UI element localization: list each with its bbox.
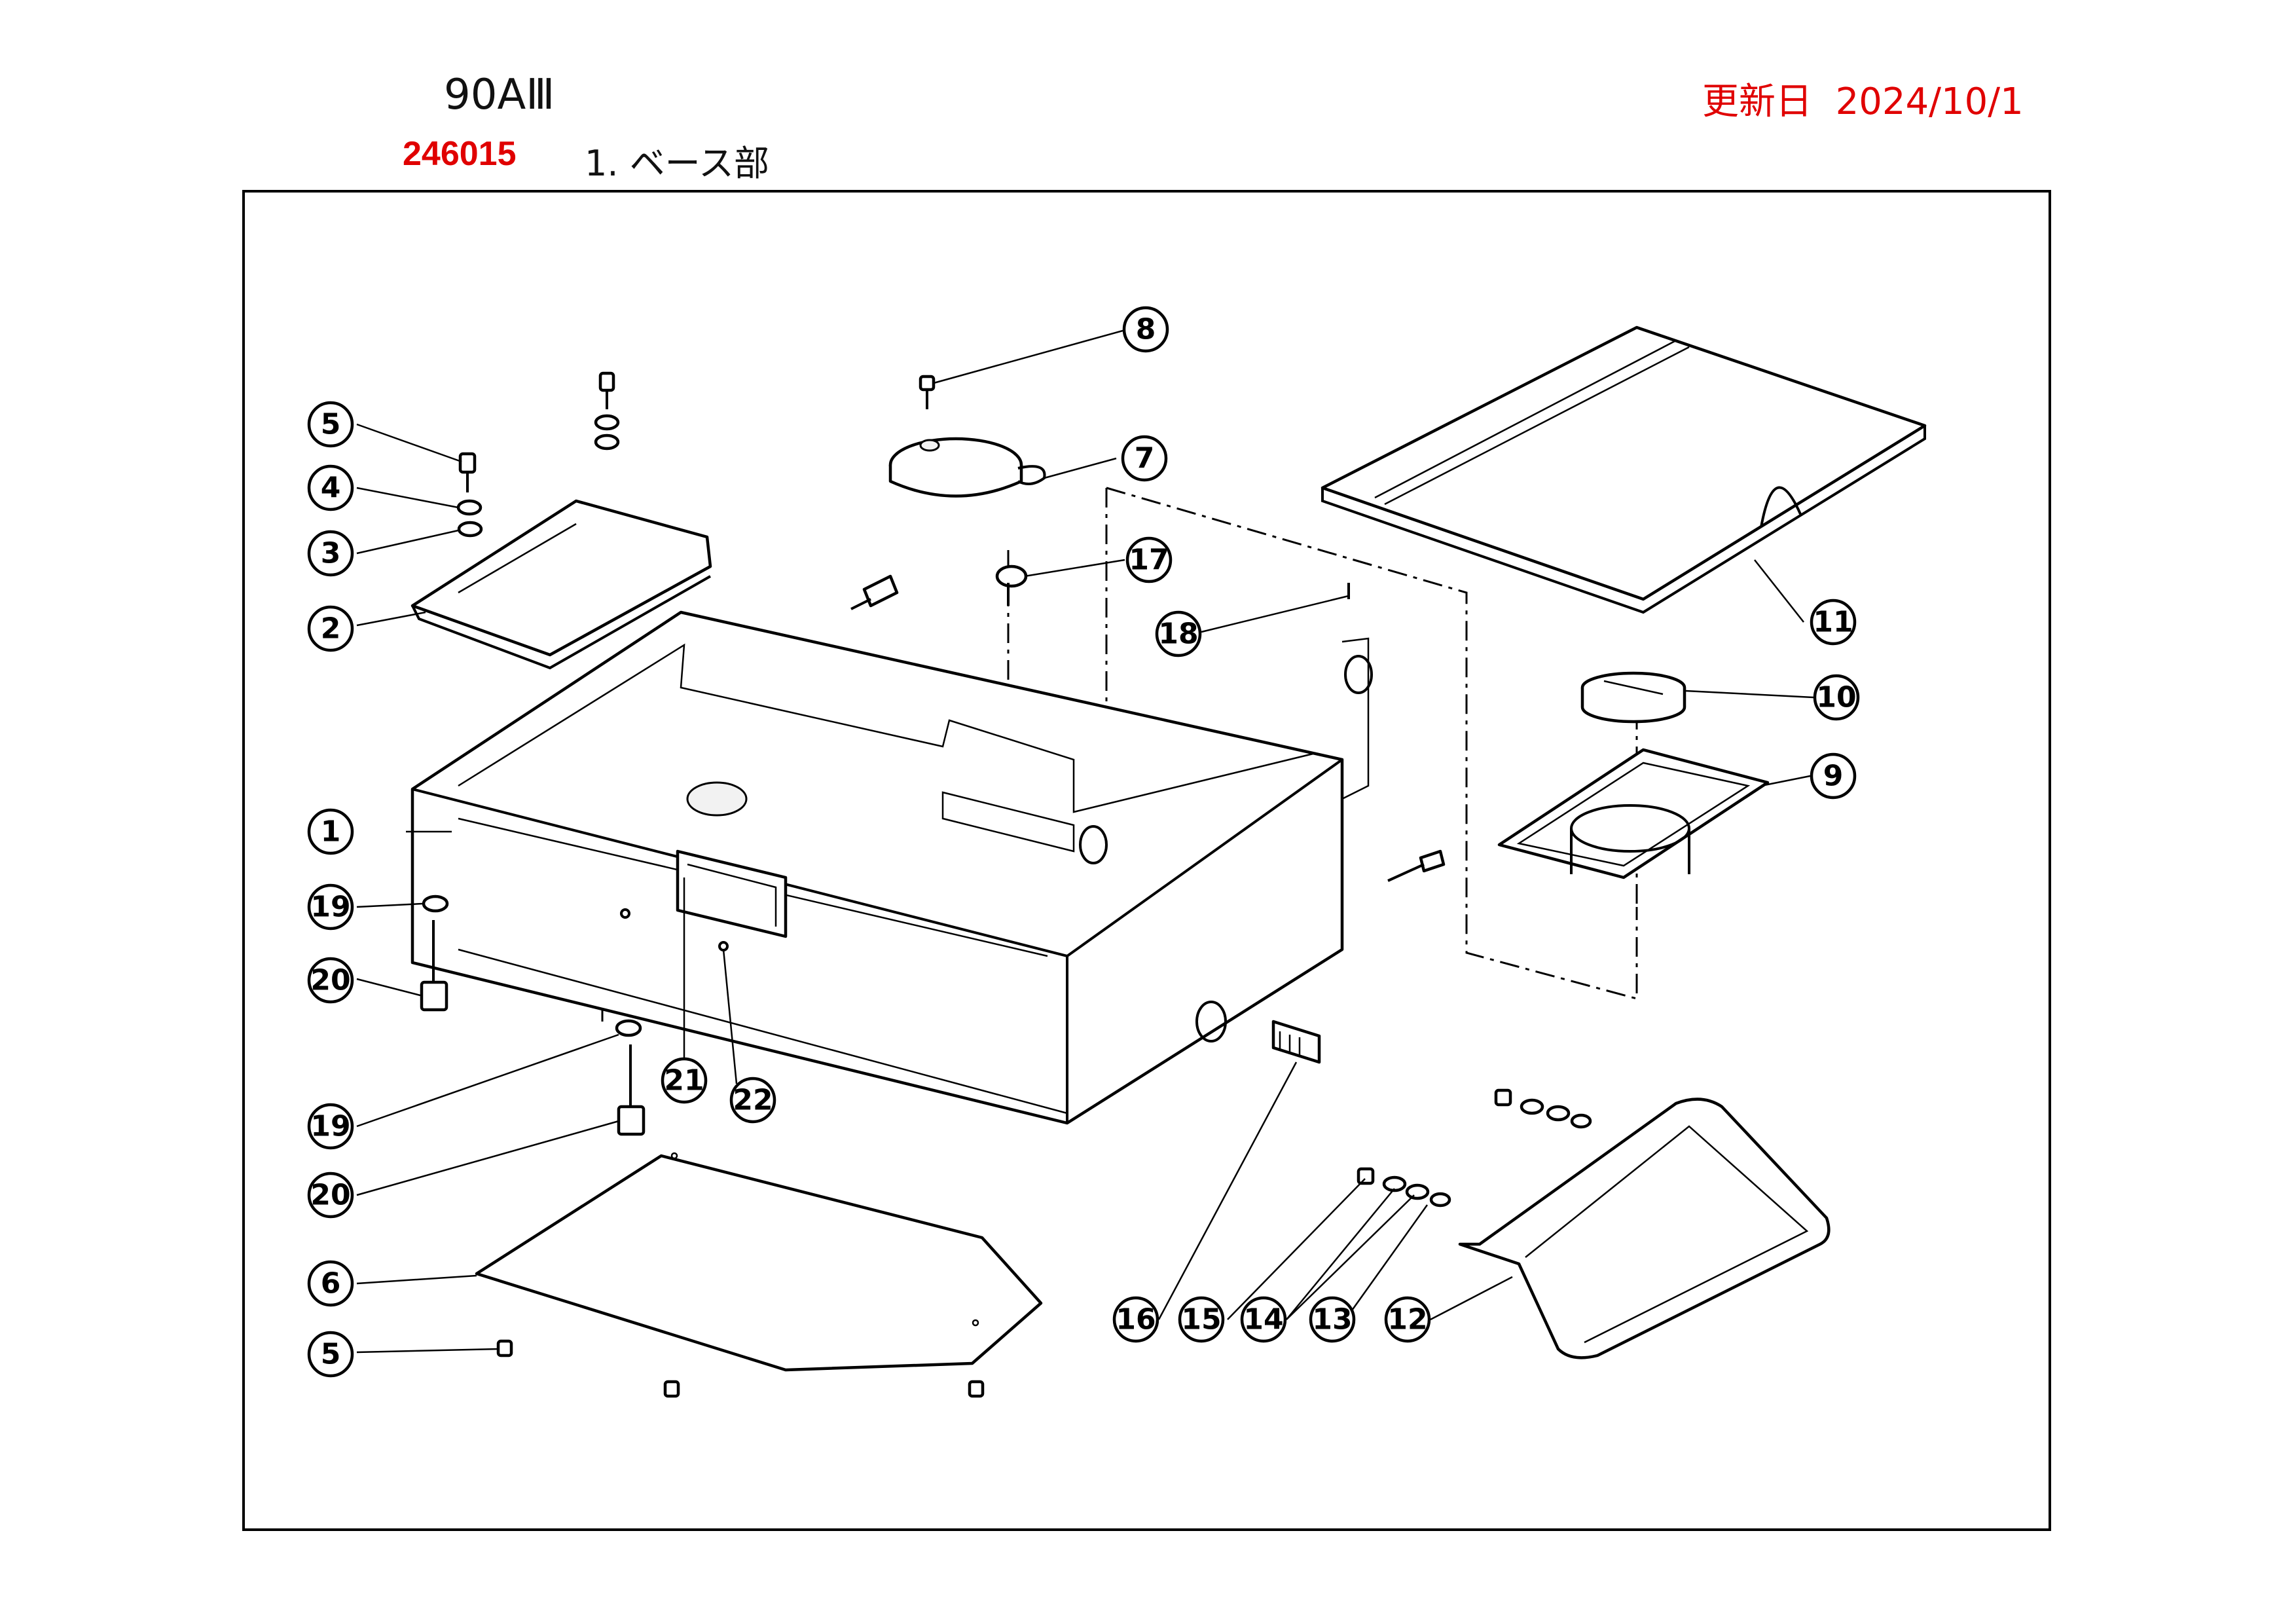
diagram-frame <box>242 190 2051 1531</box>
update-date-line: 更新日 2024/10/1 <box>1702 72 2024 125</box>
svg-text:9: 9 <box>1823 760 1844 793</box>
callout-5-bottom: 5 <box>307 1331 354 1378</box>
svg-text:12: 12 <box>1387 1303 1427 1337</box>
callout-18: 18 <box>1155 610 1202 657</box>
callout-4: 4 <box>307 464 354 511</box>
update-date: 2024/10/1 <box>1835 81 2024 123</box>
svg-text:3: 3 <box>321 537 341 570</box>
callout-2: 2 <box>307 605 354 652</box>
callout-22: 22 <box>729 1077 776 1124</box>
side-cover <box>1458 1098 1831 1359</box>
svg-text:18: 18 <box>1158 618 1198 651</box>
svg-text:19: 19 <box>310 891 350 924</box>
svg-text:19: 19 <box>310 1110 350 1143</box>
filter-tray <box>1497 748 1770 879</box>
callout-16: 16 <box>1112 1296 1159 1343</box>
svg-text:6: 6 <box>321 1267 341 1301</box>
svg-text:20: 20 <box>310 1179 350 1212</box>
svg-text:5: 5 <box>321 1338 341 1371</box>
callout-bubbles: 1 2 3 4 5 5 6 7 8 9 10 11 12 13 14 15 16… <box>307 306 1860 1378</box>
top-cover <box>1321 325 1927 614</box>
callout-7: 7 <box>1121 435 1168 482</box>
svg-text:11: 11 <box>1813 606 1853 639</box>
callout-8: 8 <box>1122 306 1169 353</box>
bottom-plate <box>475 1152 1043 1372</box>
callout-9: 9 <box>1810 752 1857 800</box>
svg-text:16: 16 <box>1116 1303 1156 1337</box>
callout-11: 11 <box>1810 599 1857 646</box>
svg-text:5: 5 <box>321 408 341 441</box>
svg-text:21: 21 <box>664 1064 704 1098</box>
svg-text:10: 10 <box>1816 681 1856 714</box>
svg-text:8: 8 <box>1136 313 1156 346</box>
callout-20-top: 20 <box>307 957 354 1004</box>
svg-text:1: 1 <box>321 815 341 849</box>
round-cover <box>888 437 1046 498</box>
callout-10: 10 <box>1813 674 1860 721</box>
callout-19-top: 19 <box>307 883 354 931</box>
callout-13: 13 <box>1309 1296 1356 1343</box>
callout-12: 12 <box>1384 1296 1431 1343</box>
svg-text:14: 14 <box>1243 1303 1283 1337</box>
callout-15: 15 <box>1178 1296 1225 1343</box>
callout-20-bottom: 20 <box>307 1172 354 1219</box>
update-label: 更新日 <box>1702 81 1812 123</box>
svg-text:13: 13 <box>1312 1303 1352 1337</box>
callout-17: 17 <box>1125 536 1173 583</box>
callout-3: 3 <box>307 530 354 577</box>
leader-lines <box>356 329 1814 1354</box>
svg-text:22: 22 <box>733 1084 773 1117</box>
callout-5-top: 5 <box>307 401 354 448</box>
base-body <box>410 610 1373 1125</box>
callout-1: 1 <box>307 808 354 855</box>
hardware-parts <box>420 371 1592 1398</box>
svg-text:15: 15 <box>1181 1303 1221 1337</box>
part-number: 246015 <box>403 135 517 173</box>
callout-21: 21 <box>661 1057 708 1104</box>
section-title: 1. ベース部 <box>585 143 769 184</box>
nameplate <box>676 849 788 938</box>
callout-14: 14 <box>1240 1296 1287 1343</box>
rear-cover <box>410 499 712 670</box>
model-name: 90AⅢ <box>444 71 555 119</box>
callout-19-bottom: 19 <box>307 1103 354 1150</box>
callout-6: 6 <box>307 1260 354 1307</box>
svg-text:4: 4 <box>321 471 341 505</box>
svg-text:2: 2 <box>321 612 341 646</box>
drain-plug <box>1271 1020 1321 1064</box>
svg-text:17: 17 <box>1129 544 1169 577</box>
svg-text:20: 20 <box>310 964 350 997</box>
svg-text:7: 7 <box>1135 442 1155 475</box>
filter-disk <box>1580 671 1686 724</box>
